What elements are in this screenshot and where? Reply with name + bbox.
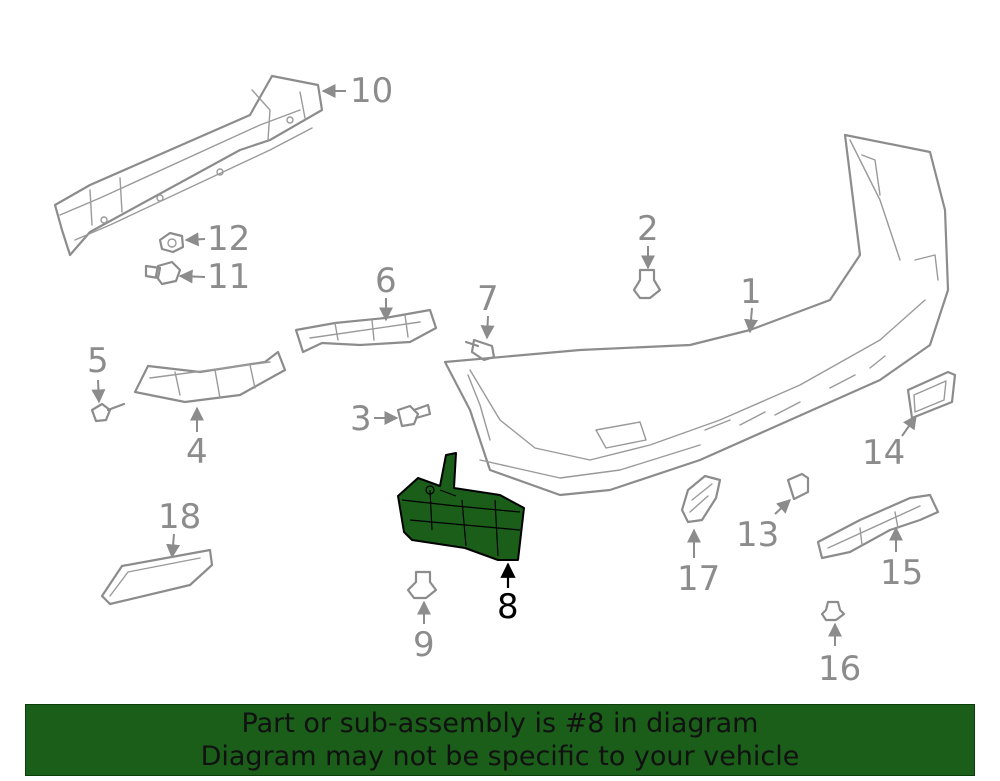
callout-9: 9: [413, 625, 435, 665]
callout-1: 1: [740, 272, 762, 312]
screw: [90, 402, 126, 423]
side-bracket: [680, 474, 722, 524]
callout-5: 5: [87, 341, 109, 381]
highlighted-bracket-part-8[interactable]: [397, 452, 525, 561]
callout-17: 17: [677, 559, 720, 599]
bracket-left: [133, 350, 287, 404]
info-banner: Part or sub-assembly is #8 in diagram Di…: [25, 704, 975, 776]
nut: [158, 231, 185, 254]
clip-top: [632, 268, 662, 300]
callout-2: 2: [637, 209, 659, 249]
lower-bracket: [816, 493, 940, 560]
bolt: [144, 260, 182, 286]
callout-14: 14: [862, 433, 905, 473]
clip-lower: [820, 600, 846, 622]
reflector-right: [906, 370, 957, 420]
clip-mid: [406, 570, 438, 600]
callout-18: 18: [158, 497, 201, 537]
callout-11: 11: [207, 257, 250, 297]
reinforcement-beam: [53, 74, 324, 257]
callout-16: 16: [818, 649, 861, 689]
reflector-left: [100, 548, 214, 606]
callout-10: 10: [350, 71, 393, 111]
callout-7: 7: [477, 279, 499, 319]
cover-cap: [786, 472, 810, 501]
leader-lines: [91, 84, 917, 646]
callout-3: 3: [350, 399, 372, 439]
callout-15: 15: [880, 553, 923, 593]
callout-12: 12: [207, 219, 250, 259]
callout-labels: 1 2 3 4 5 6 7 8 9 10 11 12 13 14 15 16 1…: [87, 71, 923, 689]
bracket-right: [294, 308, 438, 354]
callout-6: 6: [375, 261, 397, 301]
banner-line-1: Part or sub-assembly is #8 in diagram: [241, 708, 759, 739]
parts-diagram: 1 2 3 4 5 6 7 8 9 10 11 12 13 14 15 16 1…: [53, 71, 957, 689]
bolt-mid: [396, 403, 432, 428]
banner-line-2: Diagram may not be specific to your vehi…: [200, 741, 800, 772]
callout-4: 4: [186, 432, 208, 472]
callout-13: 13: [736, 515, 779, 555]
callout-8: 8: [497, 587, 519, 627]
